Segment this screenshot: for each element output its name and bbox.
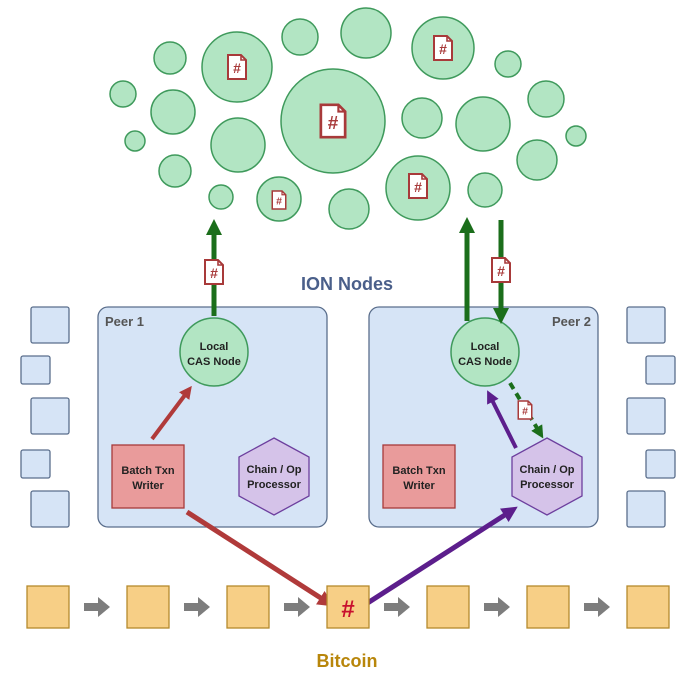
- chain-link-arrow: [84, 597, 110, 617]
- hash-document-icon: [517, 400, 533, 420]
- anchor-hash-symbol: #: [341, 596, 354, 623]
- peer-1-batch-txn-writer: [111, 444, 185, 509]
- peer-1-cas-label-line2: CAS Node: [187, 356, 241, 368]
- peer-1-processor-label-line2: Processor: [247, 479, 302, 491]
- peer-2-local-cas-node: [450, 317, 520, 387]
- peer-2-processor-to-cas-arrow: [487, 390, 518, 449]
- peer-2-processor-label-line1: Chain / Op: [520, 464, 575, 476]
- hash-document-icon: [227, 54, 247, 80]
- peer-2-writer-label-line2: Writer: [403, 480, 435, 492]
- ion-node: [210, 117, 266, 173]
- ion-node: [328, 188, 370, 230]
- bitcoin-title: Bitcoin: [317, 651, 378, 671]
- peer-2-box: Peer 2 Local CAS Node Batch Txn Writer C…: [368, 306, 599, 528]
- peer-2-cas-label-line1: Local: [471, 341, 500, 353]
- peer-square: [626, 306, 666, 344]
- peer-1-local-cas-node: [179, 317, 249, 387]
- chain-link-arrow: [284, 597, 310, 617]
- chain-link-arrow: [384, 597, 410, 617]
- peer-square: [626, 397, 666, 435]
- ion-node: [565, 125, 587, 147]
- peer-1-cas-label-line1: Local: [200, 341, 229, 353]
- bitcoin-chain: #: [26, 585, 670, 629]
- peer-1-writer-label-line2: Writer: [132, 480, 164, 492]
- hash-document-icon: [491, 257, 511, 283]
- other-peers-left: [20, 306, 70, 528]
- hash-document-icon: [204, 259, 224, 285]
- ion-node-cloud: [109, 7, 587, 230]
- peer-square: [645, 449, 676, 479]
- peer-2-batch-txn-writer: [382, 444, 456, 509]
- ion-nodes-title: ION Nodes: [301, 274, 393, 294]
- peer-1-writer-to-cas-arrow: [150, 385, 192, 441]
- peer-1-chain-op-processor: [238, 437, 310, 516]
- ion-node: [494, 50, 522, 78]
- ion-node: [455, 96, 511, 152]
- peer-2-writer-label-line1: Batch Txn: [392, 465, 445, 477]
- ion-node: [516, 139, 558, 181]
- peer-square: [626, 490, 666, 528]
- bitcoin-block: [626, 585, 670, 629]
- ion-node: [401, 97, 443, 139]
- chain-link-arrow: [484, 597, 510, 617]
- peer-square: [30, 306, 70, 344]
- ion-node: [124, 130, 146, 152]
- bitcoin-block: [426, 585, 470, 629]
- peer-square: [20, 355, 51, 385]
- peer-1-processor-label-line1: Chain / Op: [247, 464, 302, 476]
- ion-node: [158, 154, 192, 188]
- ion-node: [153, 41, 187, 75]
- chain-link-arrow: [184, 597, 210, 617]
- bitcoin-block: [526, 585, 570, 629]
- peer-1-writer-label-line1: Batch Txn: [121, 465, 174, 477]
- bitcoin-block: [226, 585, 270, 629]
- ion-node: [281, 18, 319, 56]
- peer-square: [30, 490, 70, 528]
- peer-square: [20, 449, 51, 479]
- hash-document-icon: [271, 190, 287, 210]
- ion-node: [467, 172, 503, 208]
- hash-document-icon: [408, 173, 428, 199]
- bitcoin-block-with-anchor: [326, 585, 370, 629]
- peer-1-label: Peer 1: [105, 314, 144, 329]
- ion-node: [109, 80, 137, 108]
- other-peers-right: [626, 306, 676, 528]
- chain-link-arrow: [584, 597, 610, 617]
- hash-document-icon: [433, 35, 453, 61]
- bitcoin-block: [126, 585, 170, 629]
- ion-node: [340, 7, 392, 59]
- peer-square: [30, 397, 70, 435]
- ion-node: [527, 80, 565, 118]
- peer-1-box: Peer 1 Local CAS Node Batch Txn Writer C…: [97, 306, 328, 528]
- peer-2-cas-label-line2: CAS Node: [458, 356, 512, 368]
- hash-document-icon: [319, 103, 347, 139]
- peer-square: [645, 355, 676, 385]
- bitcoin-block: [26, 585, 70, 629]
- bitcoin-block-to-processor-arrow: [364, 506, 518, 607]
- peer-2-label: Peer 2: [552, 314, 591, 329]
- peer-2-processor-label-line2: Processor: [520, 479, 575, 491]
- peer-2-chain-op-processor: [511, 437, 583, 516]
- writer-to-bitcoin-block-arrow: [185, 509, 334, 607]
- ion-node: [208, 184, 234, 210]
- ion-node: [150, 89, 196, 135]
